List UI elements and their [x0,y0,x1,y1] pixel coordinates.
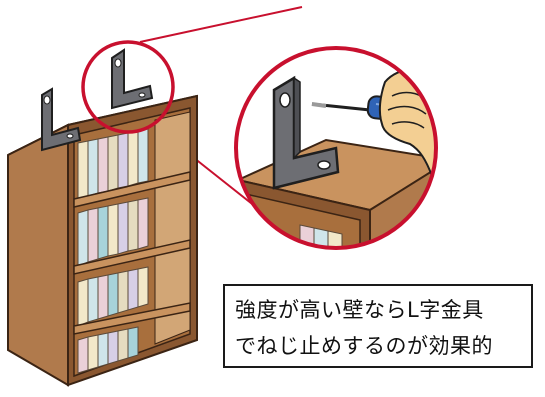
l-bracket-small-icon [111,48,154,110]
caption-line-2: でねじ止めするのが効果的 [235,334,493,358]
caption-box: 強度が高い壁ならL字金具 でねじ止めするのが効果的 [223,284,533,368]
zoom-circle [234,46,438,250]
hand-icon [378,67,436,234]
shelves [73,171,191,335]
l-bracket-zoomed-icon [272,75,340,190]
zoom-source-circle [81,40,175,134]
books [77,128,149,374]
caption-line-1: 強度が高い壁ならL字金具 [235,298,484,322]
bookshelf-icon [7,94,198,387]
l-bracket-icon [41,87,82,152]
